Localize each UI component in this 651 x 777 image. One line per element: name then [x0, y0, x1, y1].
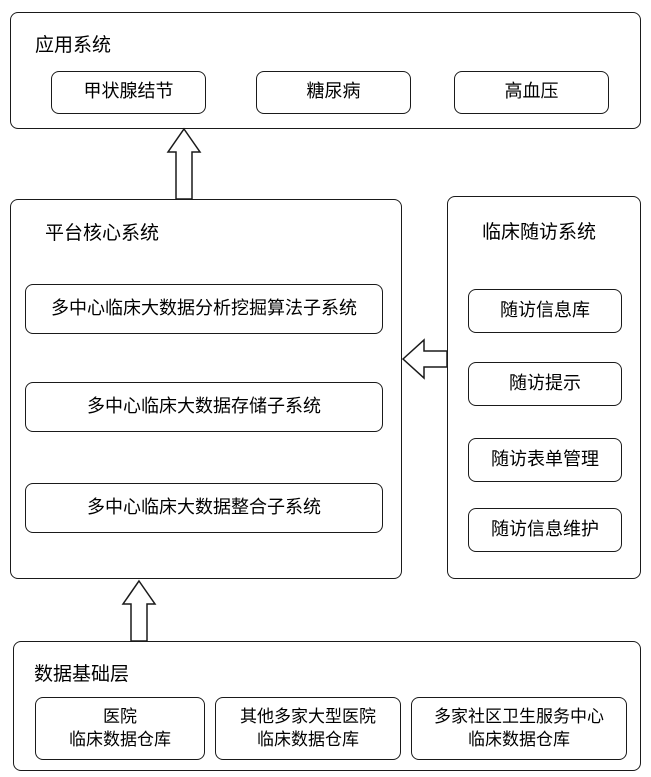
followup-form-management-label: 随访表单管理: [491, 448, 599, 470]
diabetes-label: 糖尿病: [306, 81, 361, 103]
integration-subsystem-label: 多中心临床大数据整合子系统: [87, 496, 321, 518]
community-centers-warehouse-line2: 临床数据仓库: [468, 729, 570, 750]
clinical-followup-panel: 临床随访系统 随访信息库 随访提示 随访表单管理 随访信息维护: [447, 196, 641, 579]
left-arrow-followup-to-platform: [401, 338, 448, 380]
followup-info-maintenance-label: 随访信息维护: [491, 518, 599, 540]
platform-core-title: 平台核心系统: [45, 222, 160, 244]
thyroid-nodule-box: 甲状腺结节: [51, 71, 206, 114]
other-hospitals-warehouse-line1: 其他多家大型医院: [240, 706, 376, 727]
data-foundation-title: 数据基础层: [34, 663, 130, 685]
followup-reminder-label: 随访提示: [509, 372, 581, 394]
followup-form-management-box: 随访表单管理: [468, 438, 622, 482]
diabetes-box: 糖尿病: [256, 71, 411, 114]
followup-info-maintenance-box: 随访信息维护: [468, 508, 622, 552]
hypertension-label: 高血压: [504, 81, 559, 103]
platform-core-panel: 平台核心系统 多中心临床大数据分析挖掘算法子系统 多中心临床大数据存储子系统 多…: [10, 199, 402, 579]
up-arrow-data-to-platform: [121, 579, 157, 642]
other-hospitals-warehouse-line2: 临床数据仓库: [257, 729, 359, 750]
hospital-warehouse-line2: 临床数据仓库: [69, 729, 171, 750]
up-arrow-platform-to-app: [166, 127, 202, 200]
application-system-panel: 应用系统 甲状腺结节 糖尿病 高血压: [10, 12, 641, 129]
application-system-title: 应用系统: [35, 34, 112, 56]
community-centers-warehouse-box: 多家社区卫生服务中心 临床数据仓库: [411, 697, 627, 760]
hospital-warehouse-line1: 医院: [103, 706, 137, 727]
storage-subsystem-label: 多中心临床大数据存储子系统: [87, 395, 321, 417]
thyroid-nodule-label: 甲状腺结节: [83, 81, 174, 103]
clinical-followup-title: 临床随访系统: [482, 221, 597, 243]
followup-database-label: 随访信息库: [500, 299, 590, 321]
other-hospitals-warehouse-box: 其他多家大型医院 临床数据仓库: [215, 697, 401, 760]
hospital-warehouse-box: 医院 临床数据仓库: [35, 697, 205, 760]
data-foundation-panel: 数据基础层 医院 临床数据仓库 其他多家大型医院 临床数据仓库 多家社区卫生服务…: [13, 641, 641, 771]
storage-subsystem-box: 多中心临床大数据存储子系统: [25, 382, 383, 432]
integration-subsystem-box: 多中心临床大数据整合子系统: [25, 483, 383, 533]
analysis-mining-subsystem-box: 多中心临床大数据分析挖掘算法子系统: [25, 284, 383, 334]
hypertension-box: 高血压: [454, 71, 609, 114]
followup-reminder-box: 随访提示: [468, 362, 622, 406]
analysis-mining-subsystem-label: 多中心临床大数据分析挖掘算法子系统: [51, 297, 357, 319]
community-centers-warehouse-line1: 多家社区卫生服务中心: [434, 706, 604, 727]
followup-database-box: 随访信息库: [468, 289, 622, 333]
